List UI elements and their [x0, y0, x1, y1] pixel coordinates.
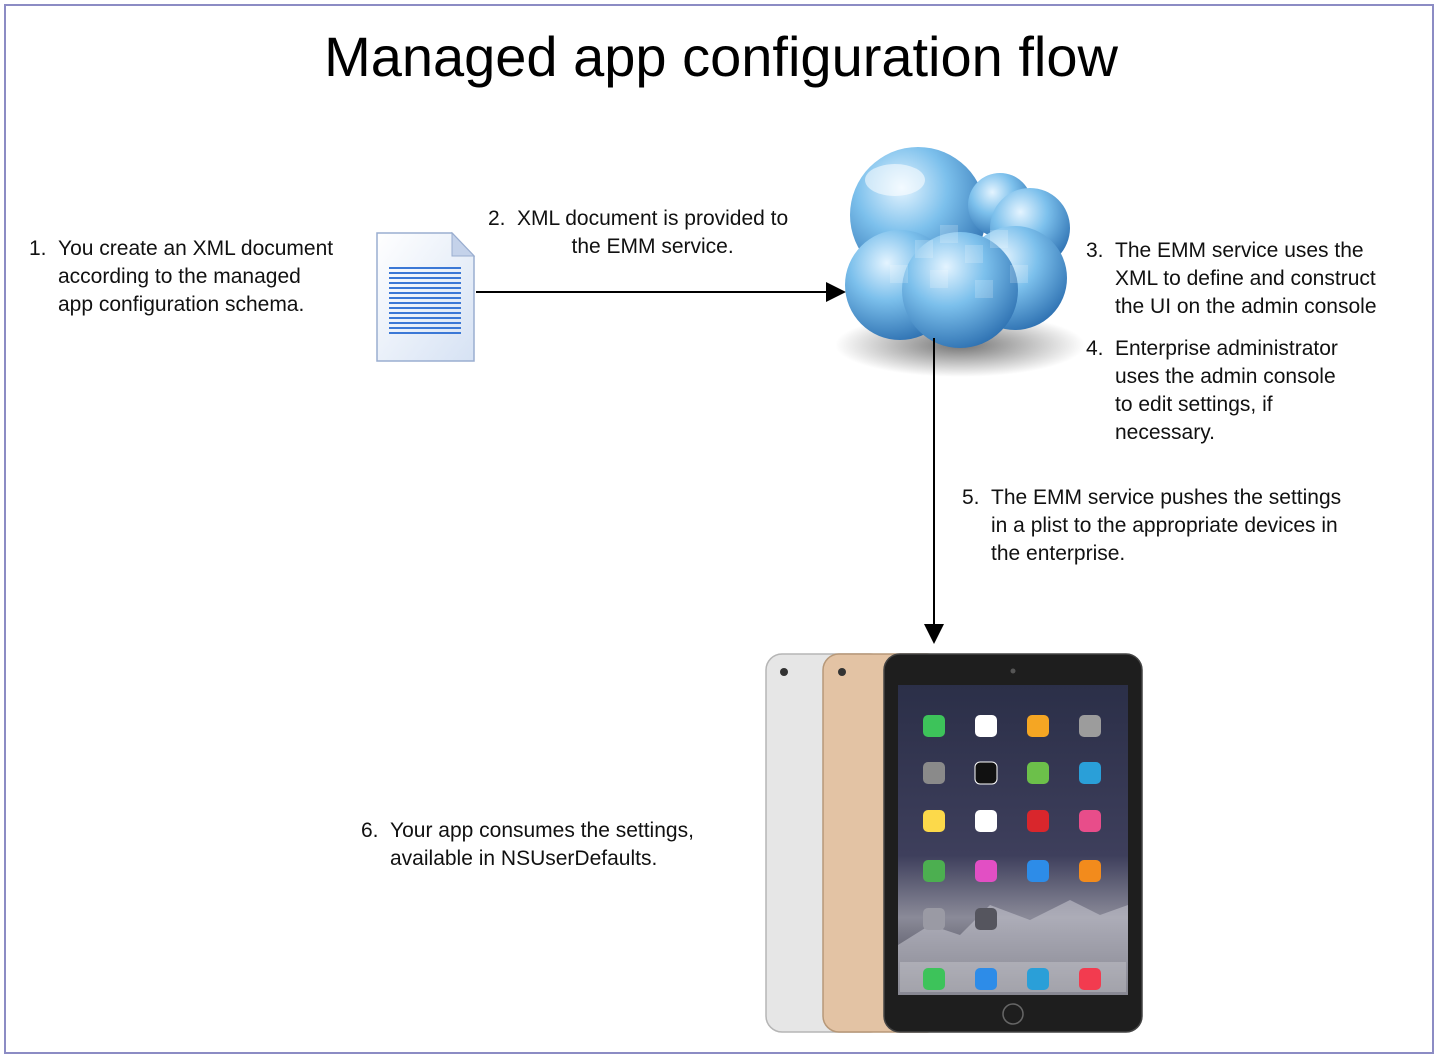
diagram-title: Managed app configuration flow	[324, 25, 1118, 88]
step-6-number: 6.	[361, 819, 379, 842]
diagram-frame	[4, 4, 1434, 1054]
cloud-icon	[835, 147, 1085, 377]
ipad-devices-icon	[765, 653, 1143, 1033]
step-5-text: The EMM service pushes the settings in a…	[991, 486, 1342, 565]
step-6-text: Your app consumes the settings, availabl…	[390, 819, 694, 870]
step-3: 3. The EMM service uses the XML to defin…	[1086, 237, 1377, 321]
step-2-number: 2.	[488, 207, 506, 230]
step-3-text: The EMM service uses the XML to define a…	[1115, 239, 1377, 318]
step-5-number: 5.	[962, 486, 980, 509]
step-3-number: 3.	[1086, 239, 1104, 262]
step-2: 2. XML document is provided to the EMM s…	[488, 205, 788, 261]
xml-document-icon	[376, 231, 476, 362]
step-4-number: 4.	[1086, 337, 1104, 360]
step-4-text: Enterprise administrator uses the admin …	[1115, 337, 1338, 444]
step-2-text: XML document is provided to the EMM serv…	[517, 207, 789, 258]
step-5: 5. The EMM service pushes the settings i…	[962, 484, 1341, 568]
step-1-number: 1.	[29, 237, 47, 260]
step-1-text: You create an XML document according to …	[58, 237, 334, 316]
home-screen-app-icons	[923, 715, 1101, 990]
step-6: 6. Your app consumes the settings, avail…	[361, 817, 694, 873]
step-1: 1. You create an XML document according …	[29, 235, 333, 319]
step-4: 4. Enterprise administrator uses the adm…	[1086, 335, 1338, 447]
